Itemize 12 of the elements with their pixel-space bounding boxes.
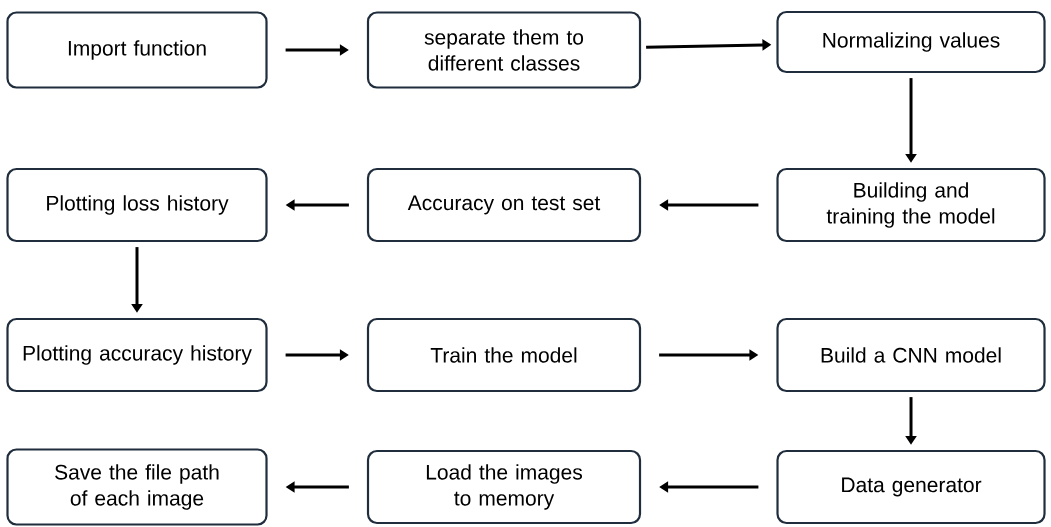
process-box: Import function bbox=[6, 11, 268, 89]
process-box: Build a CNN model bbox=[776, 317, 1046, 393]
process-box: Load the images to memory bbox=[366, 449, 642, 525]
process-box: Train the model bbox=[366, 317, 642, 393]
process-box: Data generator bbox=[776, 449, 1046, 525]
process-box: Plotting accuracy history bbox=[6, 317, 268, 393]
process-box: Plotting loss history bbox=[6, 167, 268, 243]
process-box: Building and training the model bbox=[776, 167, 1046, 243]
process-box: separate them to different classes bbox=[366, 11, 642, 89]
process-box: Normalizing values bbox=[776, 10, 1046, 74]
process-box: Save the file path of each image bbox=[6, 448, 268, 526]
process-box: Accuracy on test set bbox=[366, 167, 642, 243]
